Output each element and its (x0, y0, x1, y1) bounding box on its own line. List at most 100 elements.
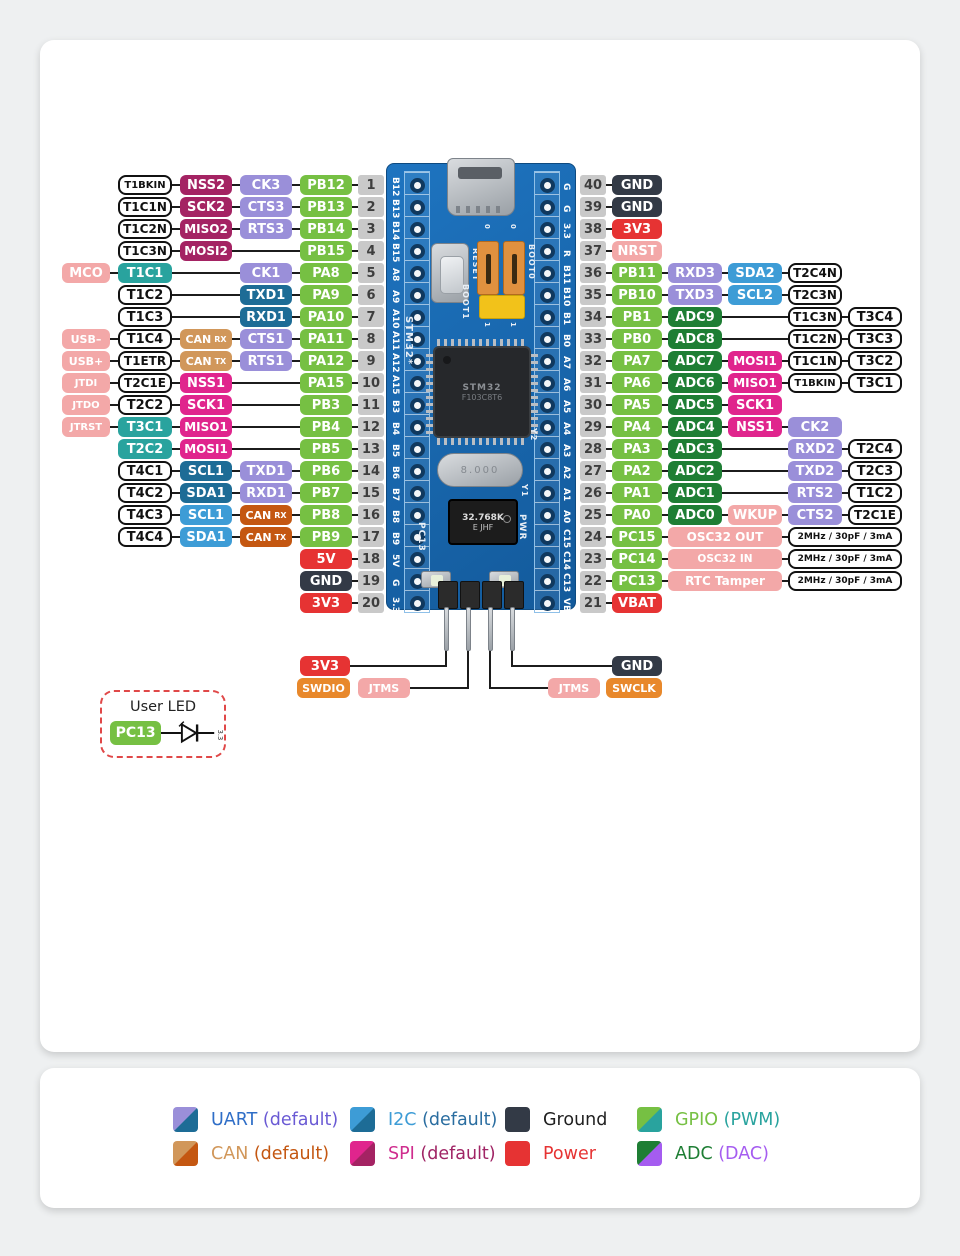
mcu-pins-right (531, 350, 538, 434)
pad-label: A6 (561, 378, 571, 392)
pin-hole[interactable] (540, 398, 555, 413)
pad-label: A3 (561, 444, 571, 458)
pin-chip: 28 (580, 439, 606, 459)
legend-item-i2c: I2C (default) (350, 1106, 505, 1133)
pin-hole[interactable] (540, 596, 555, 611)
pin-hole[interactable] (540, 508, 555, 523)
reset-button[interactable] (431, 243, 469, 303)
pin-chip: 36 (580, 263, 606, 283)
pin-hole[interactable] (410, 508, 425, 523)
pin-hole[interactable] (540, 222, 555, 237)
pin-chip: SCK2 (180, 197, 232, 217)
pin-hole[interactable] (540, 530, 555, 545)
pin-hole[interactable] (410, 266, 425, 281)
pin-chip: NSS1 (728, 417, 782, 437)
pin-hole[interactable] (540, 332, 555, 347)
pin-chip: RXD2 (788, 439, 842, 459)
pin-hole[interactable] (410, 552, 425, 567)
pin-chip: T2C3 (848, 461, 902, 481)
pin-chip: PA3 (612, 439, 662, 459)
pin-chip: CTS1 (240, 329, 292, 349)
pin-chip: NSS1 (180, 373, 232, 393)
pin-hole[interactable] (540, 552, 555, 567)
pin-chip: T3C1 (118, 417, 172, 437)
legend-label-suffix: (default) (257, 1109, 339, 1130)
pad-label: B11 (561, 265, 571, 285)
wire (350, 665, 447, 667)
pin-hole[interactable] (540, 486, 555, 501)
pin-chip: T1C1 (118, 263, 172, 283)
pin-chip: 23 (580, 549, 606, 569)
wire (145, 448, 371, 450)
pin-chip: 22 (580, 571, 606, 591)
pin-chip: 2MHz / 30pF / 3mA (788, 527, 902, 547)
pin-chip: WKUP (728, 505, 782, 525)
can-dir-label: TX (214, 356, 227, 366)
pin-hole[interactable] (540, 464, 555, 479)
jumper-cap[interactable] (479, 295, 525, 319)
pin-hole[interactable] (410, 596, 425, 611)
pin-hole[interactable] (540, 266, 555, 281)
pin-hole[interactable] (410, 486, 425, 501)
pin-chip: T2C3N (788, 285, 842, 305)
pin-hole[interactable] (540, 442, 555, 457)
boot1-jumper[interactable] (503, 241, 525, 295)
pin-chip: 7 (358, 307, 384, 327)
pin-hole[interactable] (410, 354, 425, 369)
pin-hole[interactable] (410, 464, 425, 479)
pin-hole[interactable] (410, 244, 425, 259)
pin-hole[interactable] (540, 244, 555, 259)
pin-chip: PB10 (612, 285, 662, 305)
pin-chip-swclk: SWCLK (606, 678, 662, 698)
boot0-jumper[interactable] (477, 241, 499, 295)
pin-chip: NSS2 (180, 175, 232, 195)
pin-chip: T2C4N (788, 263, 842, 283)
swd-header-pin-block (460, 581, 480, 609)
pin-chip: T1C2 (118, 285, 172, 305)
pin-hole[interactable] (540, 310, 555, 325)
pin-hole[interactable] (540, 200, 555, 215)
legend-label: SPI (default) (388, 1144, 496, 1164)
pin-hole[interactable] (540, 420, 555, 435)
pin-chip: ADC4 (668, 417, 722, 437)
pin-hole[interactable] (540, 178, 555, 193)
pin-chip: T1C2N (788, 329, 842, 349)
pin-chip: PB6 (300, 461, 352, 481)
pin-hole[interactable] (410, 332, 425, 347)
pin-chip: OSC32 IN (668, 549, 782, 569)
swd-header-pin-block (438, 581, 458, 609)
pin-hole[interactable] (540, 574, 555, 589)
pin-chip: 33 (580, 329, 606, 349)
pin-hole[interactable] (410, 530, 425, 545)
mcu-chip: STM32 F103C8T6 (433, 346, 531, 438)
pin-hole[interactable] (410, 222, 425, 237)
pin-chip: RTS2 (788, 483, 842, 503)
pin-chip: PA12 (300, 351, 352, 371)
pin-chip: T1C4 (118, 329, 172, 349)
pin-hole[interactable] (410, 442, 425, 457)
pin-hole[interactable] (410, 200, 425, 215)
pin-chip: 17 (358, 527, 384, 547)
pin-hole[interactable] (410, 310, 425, 325)
pin-hole[interactable] (410, 288, 425, 303)
pad-label: VB (561, 598, 571, 612)
pad-label: A1 (561, 488, 571, 502)
pin-hole[interactable] (540, 376, 555, 391)
pin-chip: PA8 (300, 263, 352, 283)
pin-hole[interactable] (410, 376, 425, 391)
swd-header-pin-block (482, 581, 502, 609)
pin-chip: PB1 (612, 307, 662, 327)
pin-hole[interactable] (540, 354, 555, 369)
pin-chip: RXD1 (240, 307, 292, 327)
pin-hole[interactable] (410, 398, 425, 413)
pin-chip: ADC8 (668, 329, 722, 349)
wire (489, 649, 491, 689)
pin-hole[interactable] (410, 178, 425, 193)
pin-hole[interactable] (410, 420, 425, 435)
pin-chip: 9 (358, 351, 384, 371)
legend-item-power: Power (505, 1140, 637, 1167)
pad-label: B7 (390, 488, 400, 502)
pin-hole[interactable] (540, 288, 555, 303)
pin-chip: PA4 (612, 417, 662, 437)
